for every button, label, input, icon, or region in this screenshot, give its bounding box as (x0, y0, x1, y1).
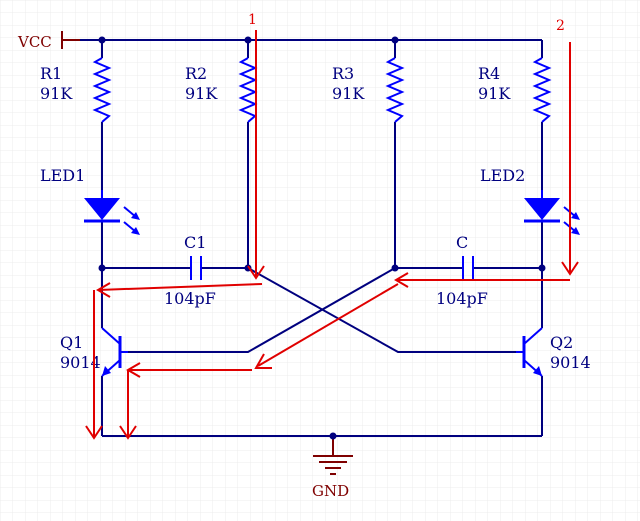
led2-emission-arrowhead-2 (571, 227, 580, 235)
resistor-r4-zigzag (532, 57, 552, 123)
junction-dot (98, 36, 106, 44)
vcc-label: VCC (17, 33, 52, 51)
path-2-arrowhead-q1-down (119, 425, 137, 440)
led2-emission-arrowhead-1 (571, 212, 580, 220)
gnd-label: GND (312, 482, 349, 500)
q2-ref: Q2 (550, 333, 573, 352)
junction-dot (329, 432, 337, 440)
c-ref: C (456, 233, 468, 252)
c-value: 104pF (436, 289, 488, 308)
junction-dot (244, 36, 252, 44)
current-path-annotations (85, 30, 579, 440)
led-led1: LED1 (40, 166, 140, 235)
resistor-r2-ref: R2 (185, 64, 207, 83)
resistor-r4-value: 91K (478, 84, 511, 103)
junction-dot (538, 264, 546, 272)
q1-value: 9014 (60, 353, 101, 372)
path-1-arrowhead-down (247, 265, 265, 280)
resistor-r2-value: 91K (185, 84, 218, 103)
led1-emission-arrowhead-2 (131, 227, 140, 235)
q1-collector (101, 327, 121, 345)
path-2-diagonal-arrowhead (254, 353, 272, 369)
led2-diode-triangle (524, 198, 560, 220)
c1-value: 104pF (164, 289, 216, 308)
transistor-q2: Q2 9014 (516, 327, 591, 377)
resistor-r1-zigzag (92, 57, 112, 123)
resistor-r1-ref: R1 (40, 64, 62, 83)
q2-emitter-arrowhead (533, 366, 542, 376)
vcc-symbol: VCC (17, 31, 80, 51)
led2-ref: LED2 (480, 166, 525, 185)
resistor-r4: R4 91K (478, 57, 552, 123)
q1-ref: Q1 (60, 333, 83, 352)
transistor-q1: Q1 9014 (60, 327, 128, 377)
resistor-r3-zigzag (385, 57, 405, 123)
resistor-r3: R3 91K (332, 57, 405, 123)
path-2-arrowhead-down (561, 261, 579, 276)
path-1-arrow-left-top (97, 283, 263, 291)
q2-collector (523, 327, 543, 345)
cross-wire-r2-to-q2-base (247, 267, 516, 353)
junction-dot (391, 36, 399, 44)
resistor-r4-ref: R4 (478, 64, 500, 83)
path-2-diagonal (257, 283, 399, 367)
path-1-label: 1 (248, 12, 257, 28)
cross-wire-r3-to-q1-base (128, 267, 396, 353)
path-1-arrowhead-left-top (96, 282, 111, 298)
capacitor-c1: C1 104pF (164, 233, 216, 308)
led1-emission-arrowhead-1 (131, 212, 140, 220)
resistor-r3-value: 91K (332, 84, 365, 103)
junction-dot (98, 264, 106, 272)
led1-diode-triangle (84, 198, 120, 220)
path-2-arrowhead-left (394, 272, 409, 288)
junction-dot (391, 264, 399, 272)
path-2-label: 2 (556, 18, 565, 34)
q2-value: 9014 (550, 353, 591, 372)
capacitor-c: C 104pF (436, 233, 488, 308)
led-led2: LED2 (480, 166, 580, 235)
led1-ref: LED1 (40, 166, 85, 185)
resistor-r3-ref: R3 (332, 64, 354, 83)
resistor-r1: R1 91K (40, 57, 112, 123)
resistor-r1-value: 91K (40, 84, 73, 103)
path-1-arrowhead-q1-down (85, 425, 103, 440)
resistor-r2-zigzag (238, 57, 258, 123)
resistor-r2: R2 91K (185, 57, 258, 123)
c1-ref: C1 (184, 233, 206, 252)
q1-emitter-arrowhead (102, 366, 111, 376)
